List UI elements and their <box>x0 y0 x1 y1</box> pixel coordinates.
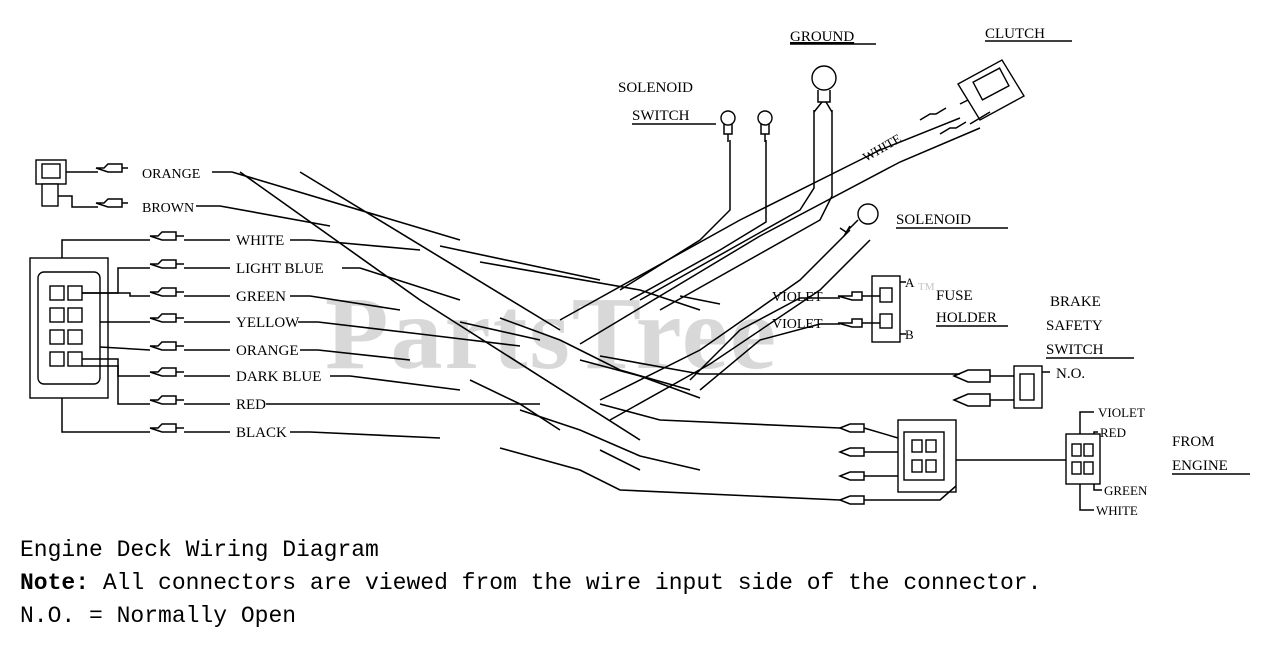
label-clutch: CLUTCH <box>985 26 1045 42</box>
wire-label-red: RED <box>236 397 266 413</box>
label-from-engine-2: ENGINE <box>1172 458 1228 474</box>
bullet-connectors-left <box>95 163 184 433</box>
label-white-clutch: WHITE <box>860 131 904 165</box>
wire-label-green: GREEN <box>236 289 286 305</box>
wire-label-orange-top: ORANGE <box>142 167 200 182</box>
wire-label-white: WHITE <box>236 233 284 249</box>
wire-label-light-blue: LIGHT BLUE <box>236 261 324 277</box>
label-fuse-a: A <box>905 275 915 290</box>
caption-note: Note: All connectors are viewed from the… <box>20 567 1041 600</box>
label-fuse-2: HOLDER <box>936 310 997 326</box>
brake-switch <box>952 365 1050 409</box>
wiring-diagram: PartsTree TM ORAN <box>29 26 1250 518</box>
label-ground: GROUND <box>790 29 854 45</box>
label-brake-2: SAFETY <box>1046 318 1103 334</box>
label-violet-2: VIOLET <box>772 317 823 332</box>
label-brake-3: SWITCH <box>1046 342 1104 358</box>
label-fuse-1: FUSE <box>936 288 973 304</box>
harness-wires <box>219 171 960 501</box>
watermark: PartsTree <box>325 276 778 391</box>
label-fuse-b: B <box>905 327 914 342</box>
label-brake-4: N.O. <box>1056 366 1085 382</box>
wire-label-dark-blue: DARK BLUE <box>236 369 321 385</box>
caption-block: Engine Deck Wiring Diagram Note: All con… <box>20 534 1041 633</box>
ground-terminal <box>811 65 837 113</box>
solenoid-terminal <box>839 203 879 237</box>
top-left-connector <box>35 159 98 208</box>
wire-label-yellow: YELLOW <box>236 315 300 331</box>
fuse-holder <box>837 275 906 343</box>
main-harness-connector <box>29 239 151 433</box>
wire-label-black: BLACK <box>236 425 287 441</box>
caption-note-label: Note: <box>20 570 90 596</box>
engine-connector <box>1065 411 1102 511</box>
harness-bundle <box>559 110 981 421</box>
label-leaders <box>184 171 360 433</box>
deck-4pin-connector <box>837 419 1066 505</box>
caption-abbreviation: N.O. = Normally Open <box>20 603 297 629</box>
label-engine-green: GREEN <box>1104 483 1148 498</box>
label-engine-violet: VIOLET <box>1098 405 1145 420</box>
wire-label-orange: ORANGE <box>236 343 299 359</box>
label-solenoid-switch-2: SWITCH <box>632 108 690 124</box>
caption-title: Engine Deck Wiring Diagram <box>20 537 379 563</box>
label-engine-red: RED <box>1100 425 1126 440</box>
wire-label-brown: BROWN <box>142 201 194 216</box>
label-solenoid-switch-1: SOLENOID <box>618 80 693 96</box>
clutch-connector <box>919 59 1025 135</box>
label-solenoid: SOLENOID <box>896 212 971 228</box>
caption-note-text: All connectors are viewed from the wire … <box>89 570 1042 596</box>
label-brake-1: BRAKE <box>1050 294 1101 310</box>
solenoid-switch-terminals <box>720 110 773 142</box>
label-engine-white: WHITE <box>1096 503 1138 518</box>
label-violet-1: VIOLET <box>772 290 823 305</box>
label-from-engine-1: FROM <box>1172 434 1215 450</box>
watermark-trademark: TM <box>918 281 935 293</box>
